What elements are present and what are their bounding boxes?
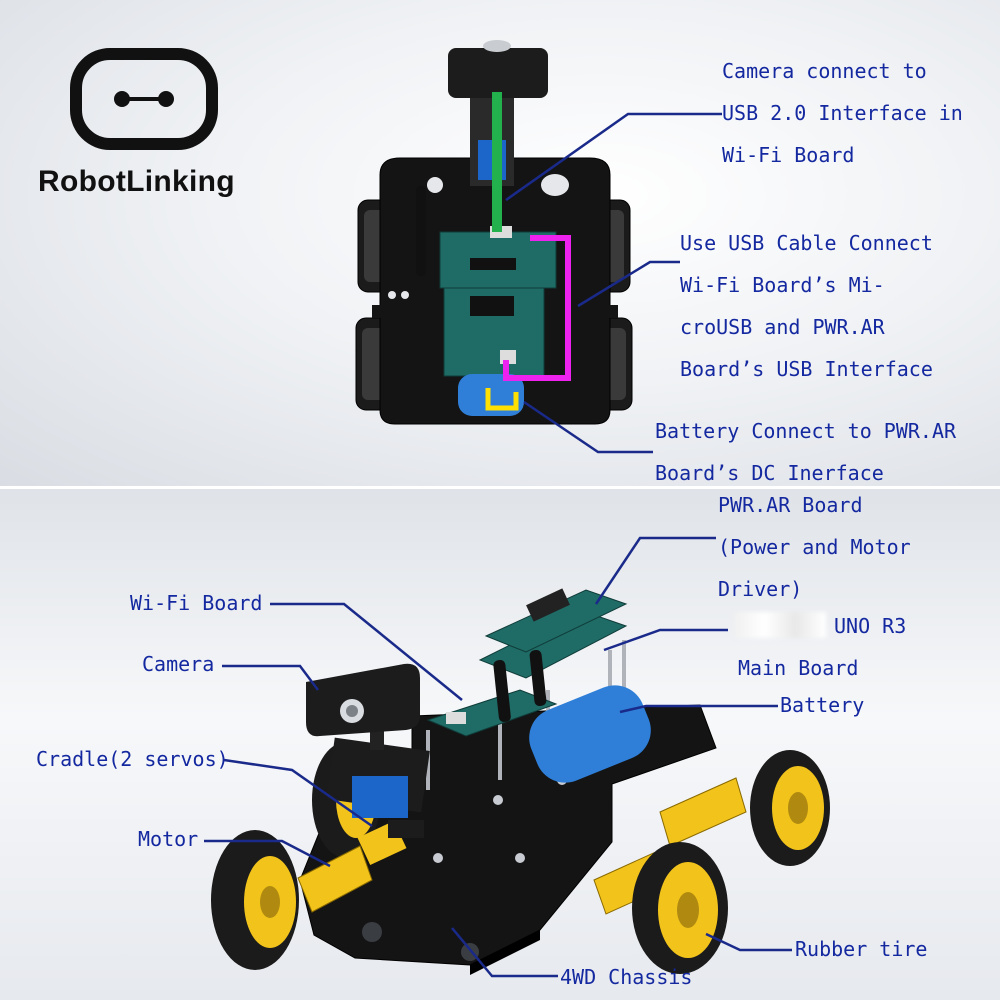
label-4wd-chassis: 4WD Chassis (560, 956, 692, 998)
label-battery-connect: Battery Connect to PWR.AR Board’s DC Ine… (655, 410, 956, 494)
label-motor: Motor (138, 818, 198, 860)
label-camera: Camera (142, 643, 214, 685)
label-uno-r3: UNO R3 (834, 605, 906, 647)
label-pwr-board: PWR.AR Board (Power and Motor Driver) (718, 484, 911, 610)
label-wifi-board: Wi-Fi Board (130, 582, 262, 624)
label-main-board: Main Board (738, 647, 858, 689)
label-battery: Battery (780, 684, 864, 726)
label-cradle: Cradle(2 servos) (36, 738, 229, 780)
label-usb-cable-connect: Use USB Cable Connect Wi-Fi Board’s Mi- … (680, 222, 933, 390)
label-camera-connect: Camera connect to USB 2.0 Interface in W… (722, 50, 963, 176)
label-rubber-tire: Rubber tire (795, 928, 927, 970)
